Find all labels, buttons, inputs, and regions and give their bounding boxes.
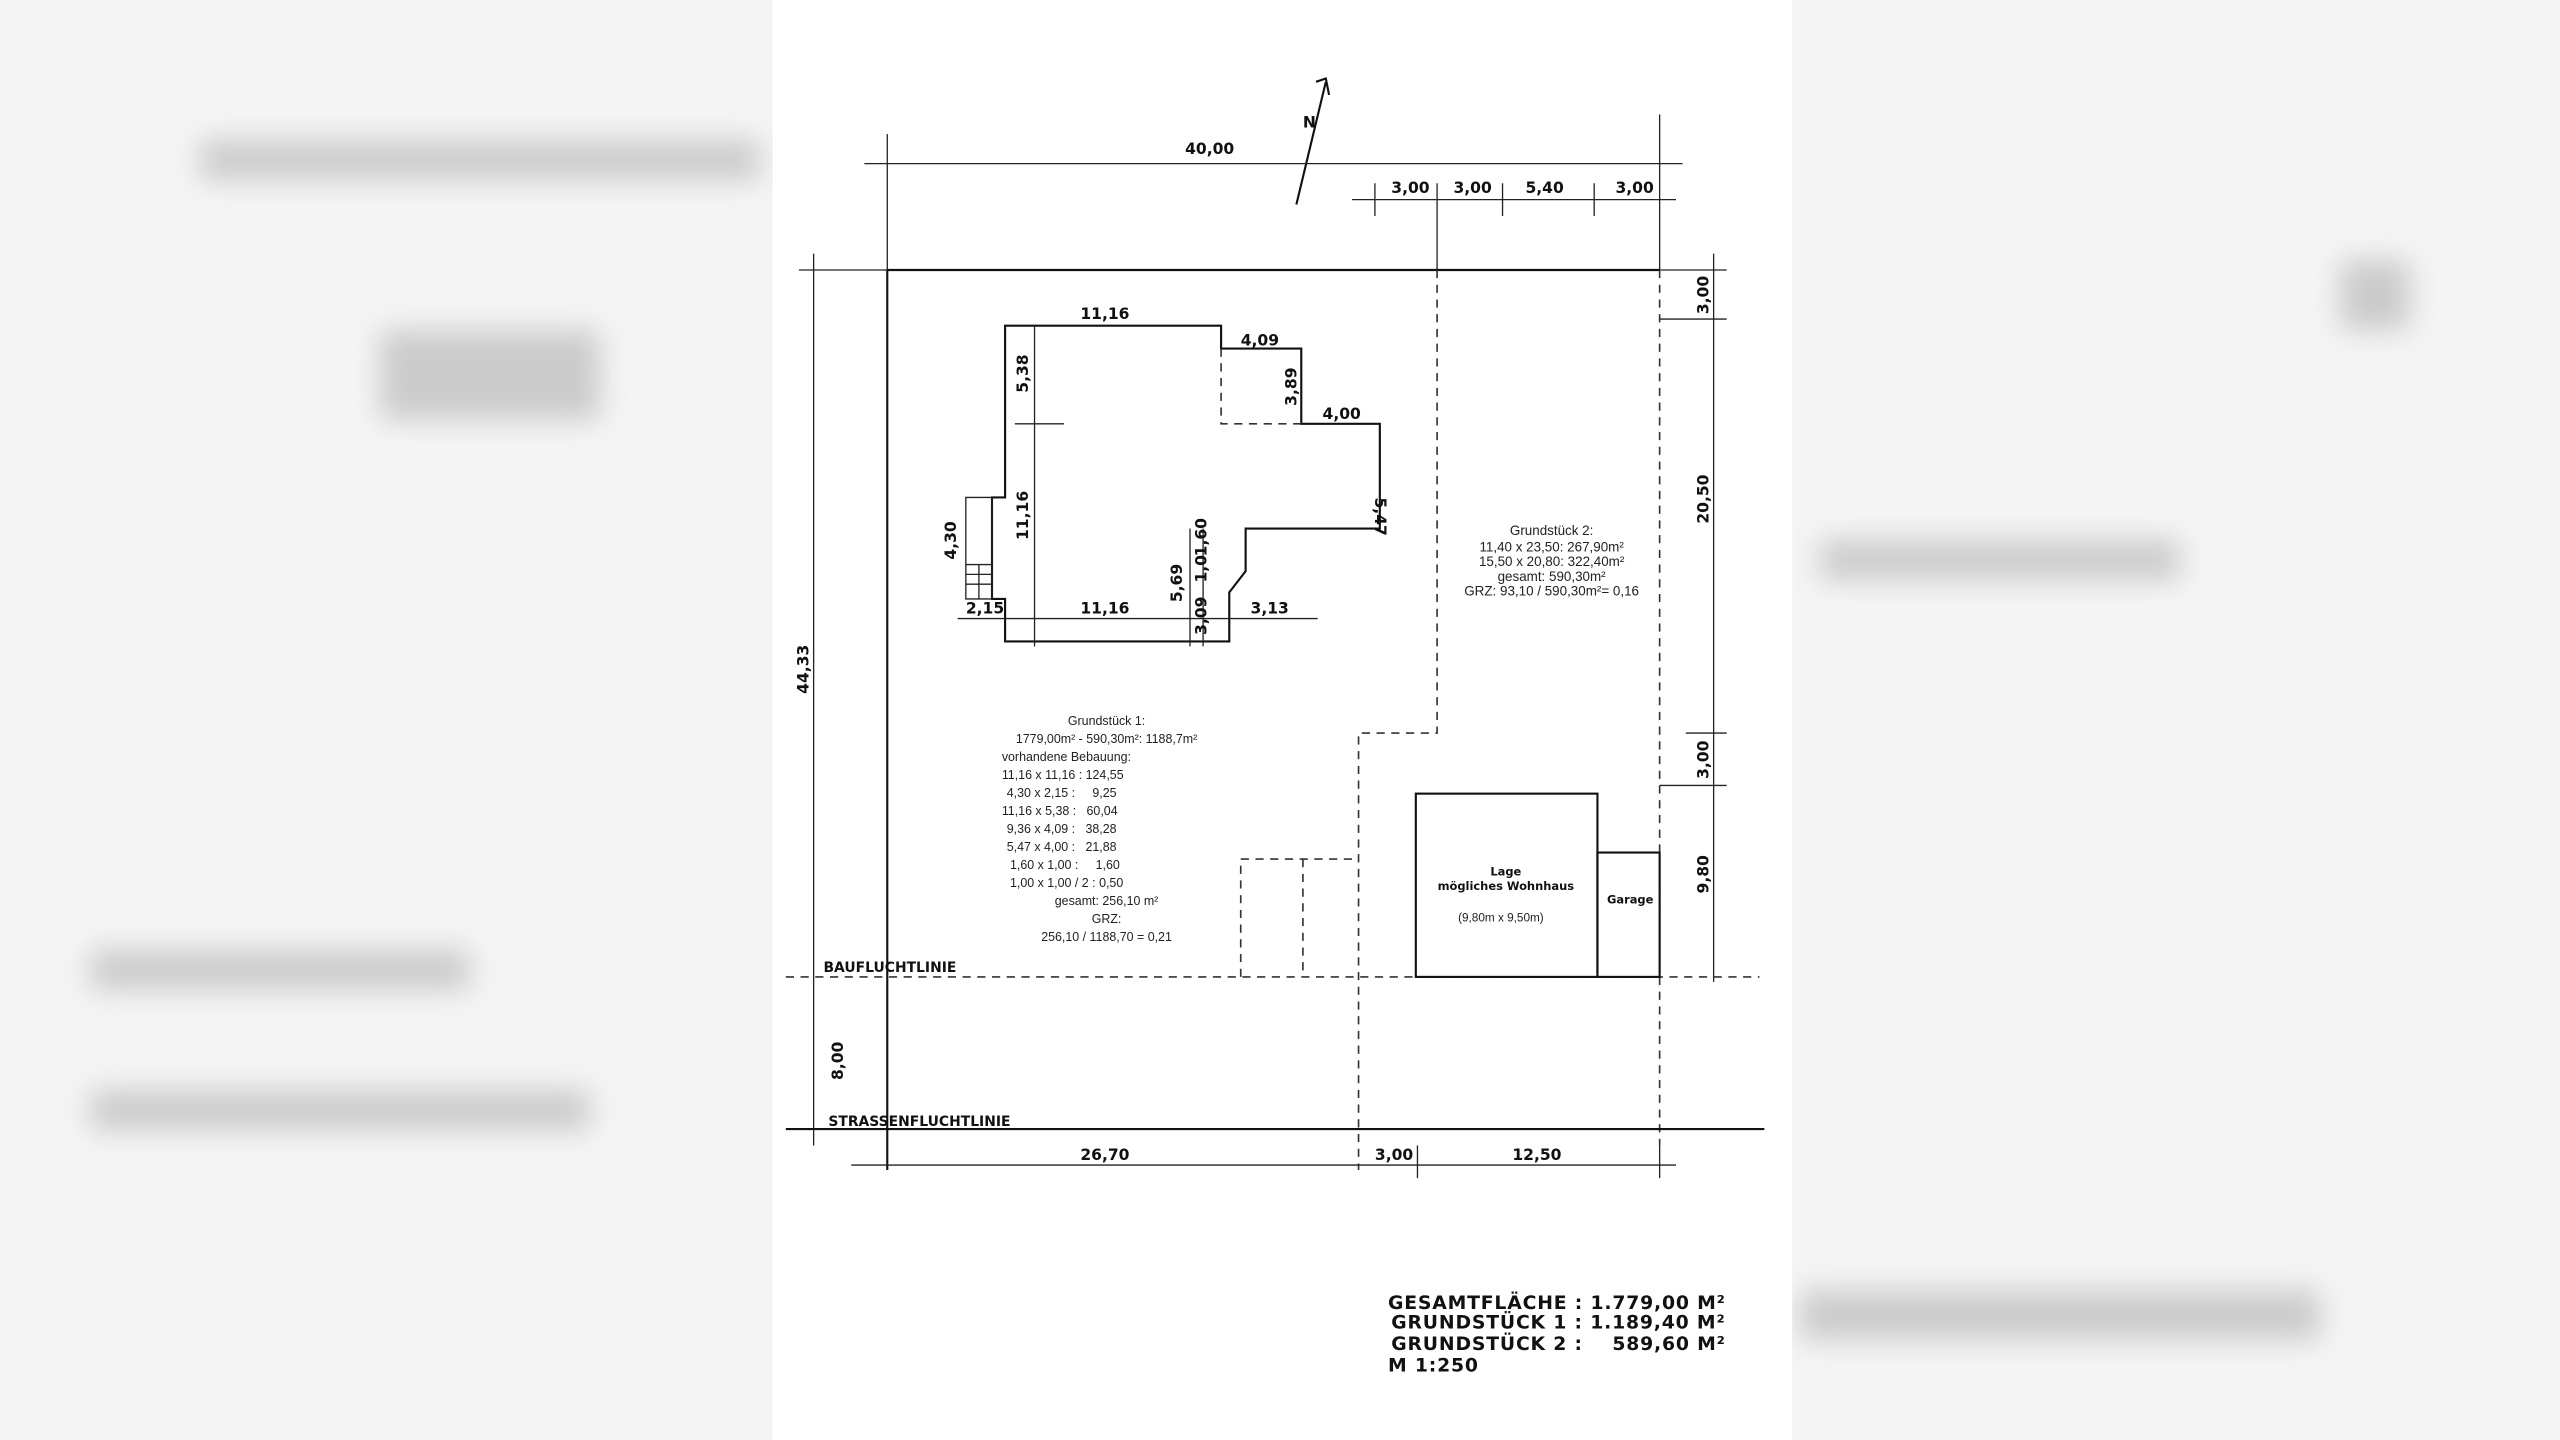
dim-label: 3,00 — [1695, 740, 1713, 779]
dim-label: 5,69 — [1168, 564, 1186, 602]
note-line: 9,36 x 4,09 : 38,28 — [1007, 822, 1117, 836]
summary-line: GRUNDSTÜCK 2 : 589,60 M² — [1391, 1331, 1725, 1355]
blurred-background-block — [90, 950, 470, 990]
left-dimension: 44,33 8,00 — [795, 253, 888, 1146]
dim-label: 3,13 — [1251, 600, 1289, 618]
dim-label: 9,80 — [1695, 855, 1713, 894]
blurred-background-block — [1820, 540, 2180, 580]
blurred-background-block — [2340, 260, 2410, 330]
house-label: Lage — [1490, 864, 1521, 878]
blurred-background-block — [200, 140, 760, 180]
dim-label: 4,00 — [1323, 405, 1362, 423]
note-line: 1,60 x 1,00 : 1,60 — [1010, 858, 1120, 872]
note-line: gesamt: 590,30m² — [1498, 569, 1607, 584]
dim-label: 3,00 — [1453, 179, 1492, 197]
blurred-background-block — [90, 1090, 590, 1130]
note-line: 11,16 x 5,38 : 60,04 — [1002, 804, 1118, 818]
top-dimension: 40,00 3,00 3,00 5,40 3,00 — [864, 114, 1683, 270]
right-dimension: 3,00 20,50 3,00 9,80 — [1659, 253, 1727, 982]
dim-label: 26,70 — [1080, 1146, 1129, 1164]
summary-line: GESAMTFLÄCHE : 1.779,00 M² — [1388, 1290, 1726, 1314]
note-line: GRZ: 93,10 / 590,30m²= 0,16 — [1464, 584, 1639, 599]
strassenfluchtlinie-label: STRASSENFLUCHTLINIE — [828, 1114, 1010, 1130]
dim-label: 20,50 — [1695, 474, 1713, 523]
summary-line: GRUNDSTÜCK 1 : 1.189,40 M² — [1391, 1310, 1725, 1334]
note-line: gesamt: 256,10 m² — [1055, 894, 1159, 908]
note-line: GRZ: — [1092, 912, 1122, 926]
note-line: Grundstück 2: — [1510, 523, 1593, 538]
garage — [1596, 851, 1661, 978]
dim-label: 11,16 — [1014, 491, 1032, 540]
existing-building: 11,16 4,09 3,89 4,00 5,47 5,38 11,16 4,3… — [942, 305, 1389, 647]
terrace-outline — [1239, 858, 1359, 977]
summary-line: M 1:250 — [1388, 1355, 1479, 1376]
baufluchtlinie-label: BAUFLUCHTLINIE — [823, 960, 956, 976]
dim-label: 11,16 — [1080, 600, 1129, 618]
north-label: N — [1303, 114, 1316, 132]
garage-label: Garage — [1607, 892, 1654, 906]
dim-label: 3,09 — [1192, 597, 1210, 635]
dim-label: 3,00 — [1391, 179, 1430, 197]
dim-8-00: 8,00 — [829, 1041, 847, 1080]
dim-label: 5,40 — [1525, 179, 1564, 197]
dim-label: 3,00 — [1615, 179, 1654, 197]
blurred-background-block — [1800, 1290, 2320, 1340]
bottom-dimension: 26,70 3,00 12,50 — [851, 1145, 1676, 1179]
dim-label: 12,50 — [1512, 1146, 1561, 1164]
paper — [772, 0, 1793, 1440]
area-summary: GESAMTFLÄCHE : 1.779,00 M² GRUNDSTÜCK 1 … — [1388, 1290, 1726, 1376]
dim-label: 5,47 — [1371, 497, 1389, 535]
note-line: 1779,00m² - 590,30m²: 1188,7m² — [1016, 732, 1197, 746]
dim-label: 5,38 — [1014, 354, 1032, 392]
dim-label: 3,00 — [1695, 276, 1713, 315]
note-line: 5,47 x 4,00 : 21,88 — [1007, 840, 1117, 854]
note-line: 1,00 x 1,00 / 2 : 0,50 — [1010, 876, 1123, 890]
dim-label: 2,15 — [966, 600, 1004, 618]
dim-40: 40,00 — [1185, 140, 1234, 158]
dim-label: 1,60 — [1192, 518, 1210, 557]
dim-label: 11,16 — [1080, 305, 1129, 323]
dim-label: 3,00 — [1375, 1146, 1414, 1164]
note-line: Grundstück 1: — [1068, 714, 1145, 728]
grundstueck-1-notes: Grundstück 1: 1779,00m² - 590,30m²: 1188… — [1002, 714, 1197, 944]
north-arrow-icon: N — [1295, 77, 1331, 205]
house-label: mögliches Wohnhaus — [1438, 879, 1575, 893]
note-line: 4,30 x 2,15 : 9,25 — [1007, 786, 1117, 800]
dim-label: 4,30 — [942, 521, 960, 560]
dim-label: 4,09 — [1241, 331, 1279, 349]
note-line: 11,16 x 11,16 : 124,55 — [1002, 768, 1124, 782]
note-line: 15,50 x 20,80: 322,40m² — [1479, 554, 1625, 569]
blurred-background-block — [380, 330, 600, 420]
dim-label: 3,89 — [1282, 367, 1300, 405]
grundstueck-2-notes: Grundstück 2: 11,40 x 23,50: 267,90m² 15… — [1464, 523, 1639, 599]
dim-44-33: 44,33 — [795, 645, 813, 694]
note-line: vorhandene Bebauung: — [1002, 750, 1131, 764]
note-line: 11,40 x 23,50: 267,90m² — [1479, 539, 1624, 554]
house-size: (9,80m x 9,50m) — [1458, 911, 1544, 924]
plot-boundary: BAUFLUCHTLINIE STRASSENFLUCHTLINIE — [785, 268, 1765, 1170]
dim-label: 1,0 — [1192, 555, 1210, 583]
note-line: 256,10 / 1188,70 = 0,21 — [1041, 930, 1172, 944]
